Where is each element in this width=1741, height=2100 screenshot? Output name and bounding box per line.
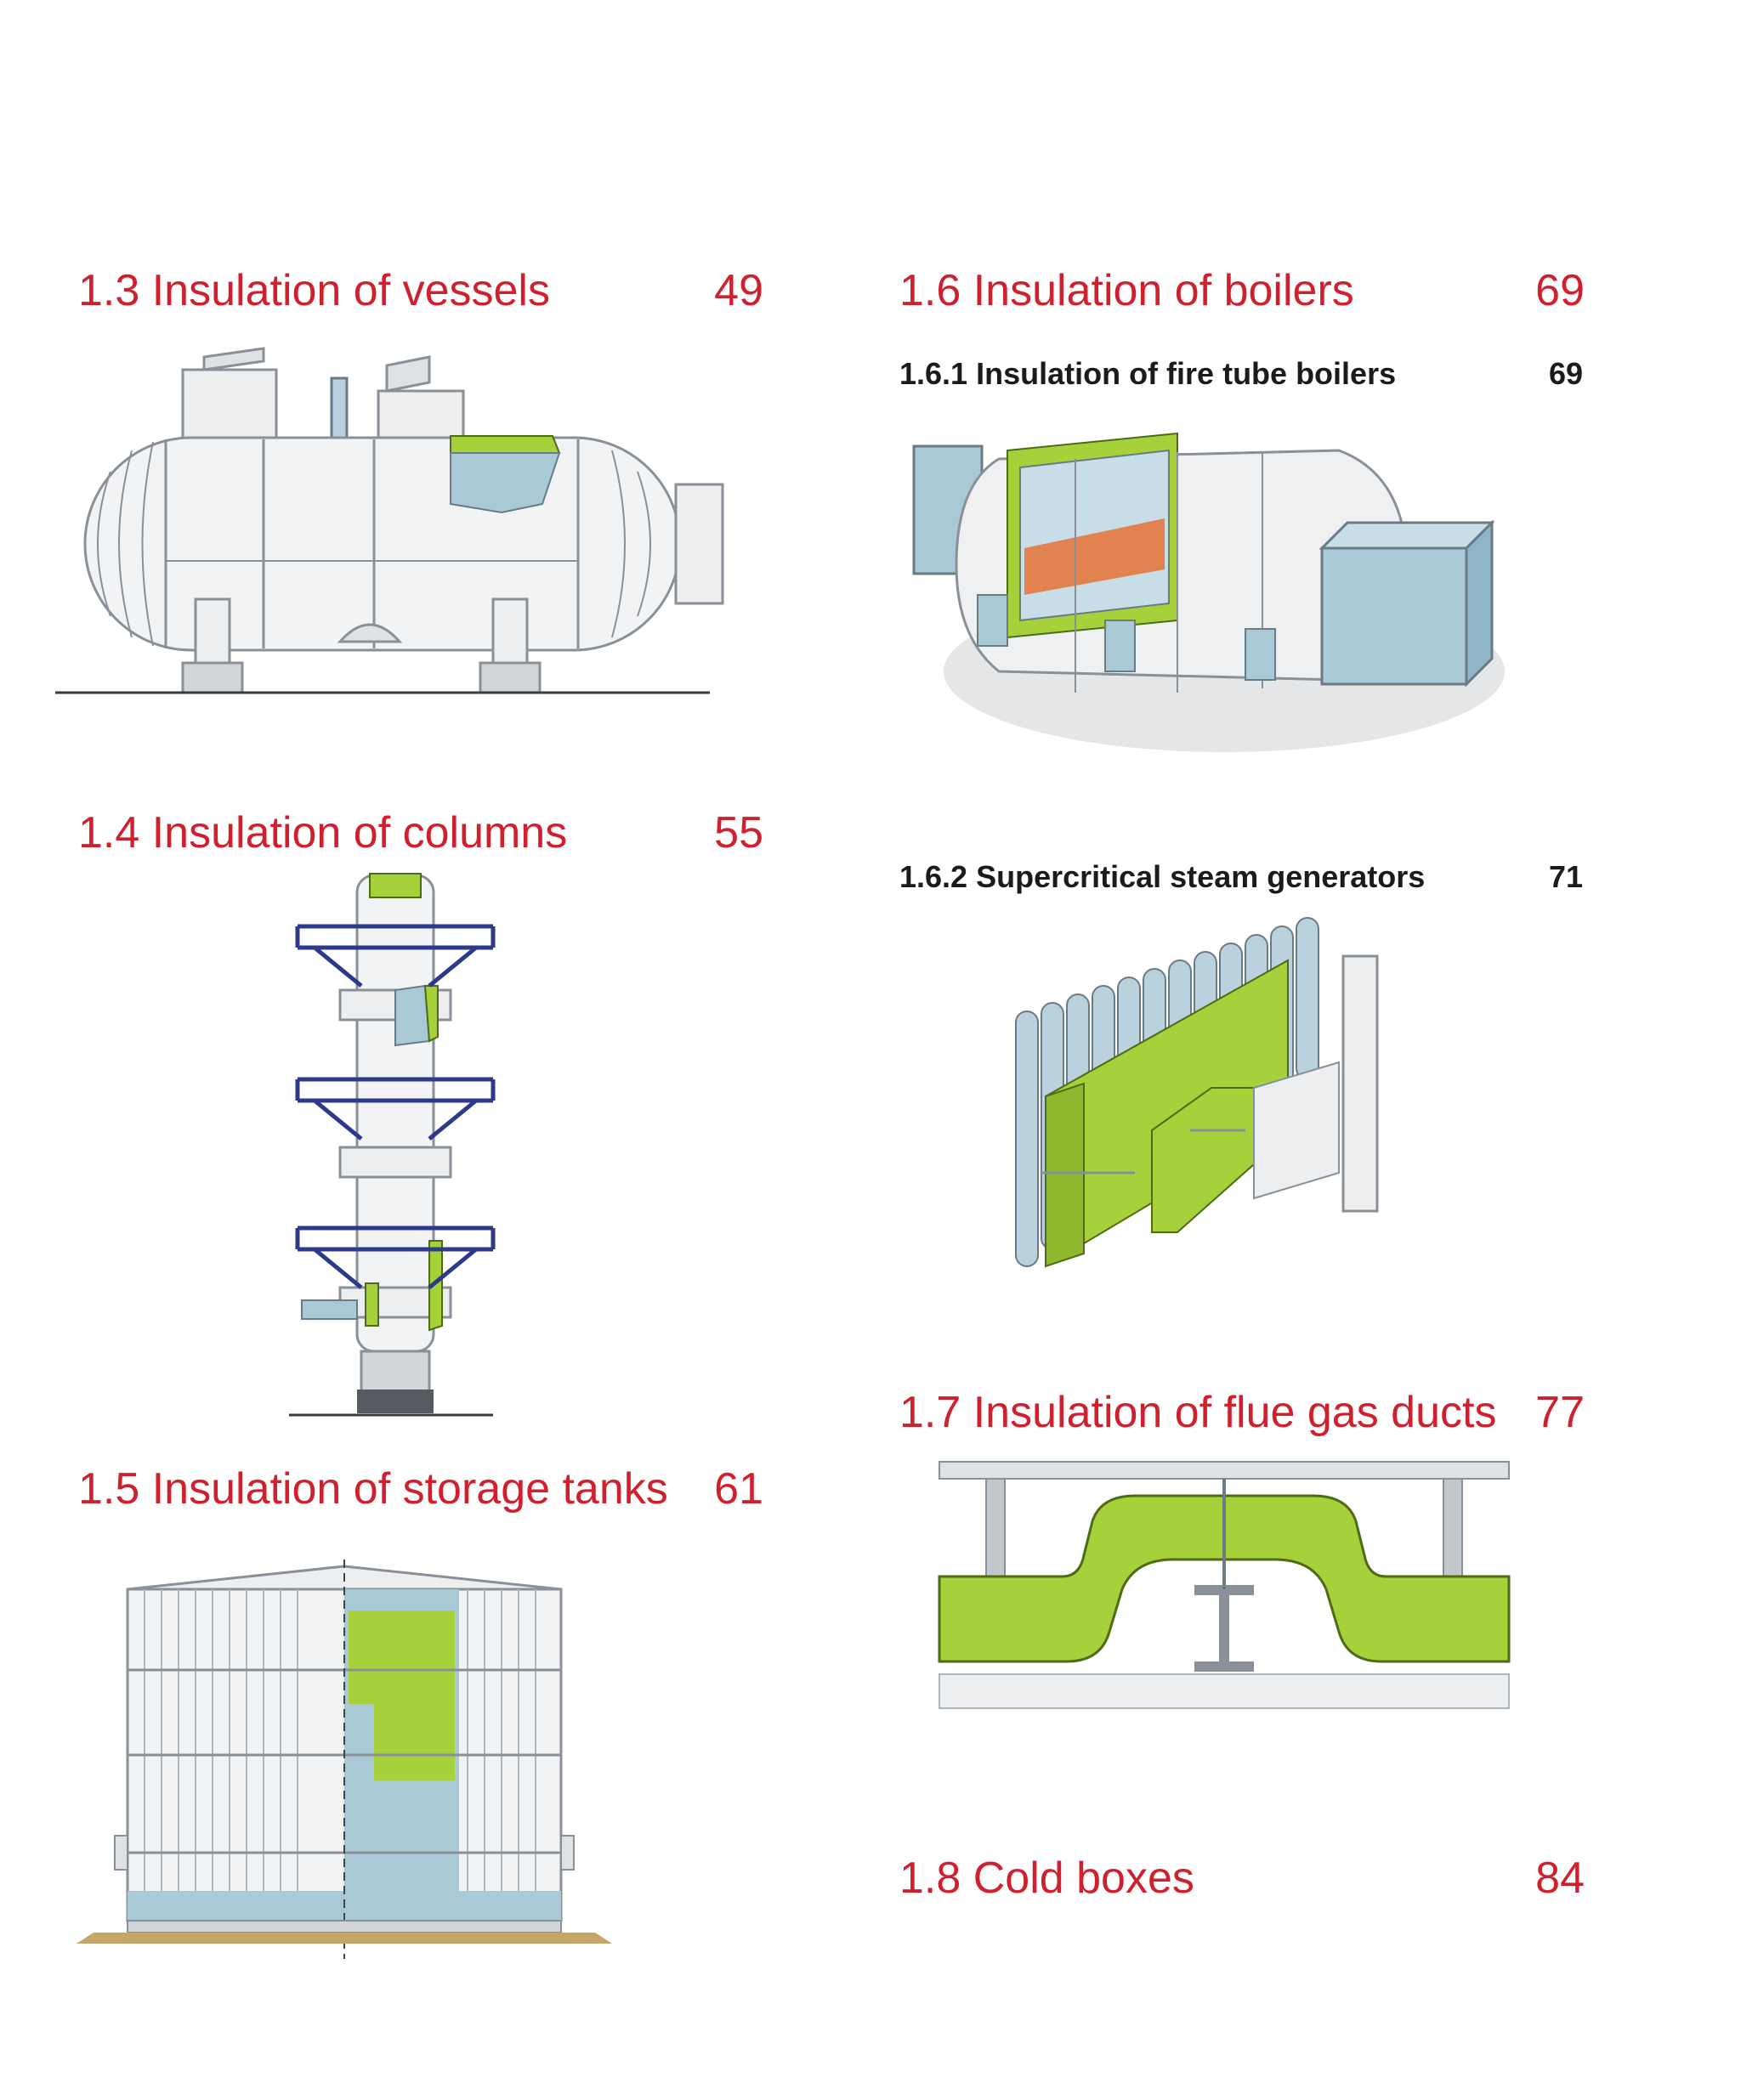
flue-gas-duct-illustration (938, 1461, 1511, 1709)
section-title-storage-tanks[interactable]: 1.5 Insulation of storage tanks (78, 1464, 668, 1514)
storage-tank-illustration (77, 1559, 612, 1959)
page-number-supercritical-steam-generators: 71 (1548, 859, 1583, 894)
page-number-cold-boxes: 84 (1535, 1854, 1585, 1903)
section-title-boilers[interactable]: 1.6 Insulation of boilers (899, 266, 1354, 315)
fire-tube-boiler-illustration (912, 432, 1505, 752)
page-number-columns: 55 (714, 808, 763, 858)
subsection-title-supercritical-steam-generators[interactable]: 1.6.2 Supercritical steam generators (899, 859, 1426, 894)
section-title-cold-boxes[interactable]: 1.8 Cold boxes (899, 1854, 1194, 1903)
page-number-flue-gas-ducts: 77 (1535, 1388, 1585, 1437)
subsection-title-fire-tube-boilers[interactable]: 1.6.1 Insulation of fire tube boilers (899, 356, 1397, 391)
page-number-storage-tanks: 61 (714, 1464, 763, 1514)
section-title-vessels[interactable]: 1.3 Insulation of vessels (78, 266, 550, 315)
section-title-columns[interactable]: 1.4 Insulation of columns (78, 808, 568, 858)
page-number-boilers: 69 (1535, 266, 1585, 315)
steam-generator-illustration (1015, 917, 1379, 1268)
page-number-vessels: 49 (714, 266, 763, 315)
page-number-fire-tube-boilers: 69 (1548, 356, 1583, 391)
vessel-illustration (55, 347, 724, 694)
section-title-flue-gas-ducts[interactable]: 1.7 Insulation of flue gas ducts (899, 1388, 1497, 1437)
column-illustration (289, 873, 496, 1417)
